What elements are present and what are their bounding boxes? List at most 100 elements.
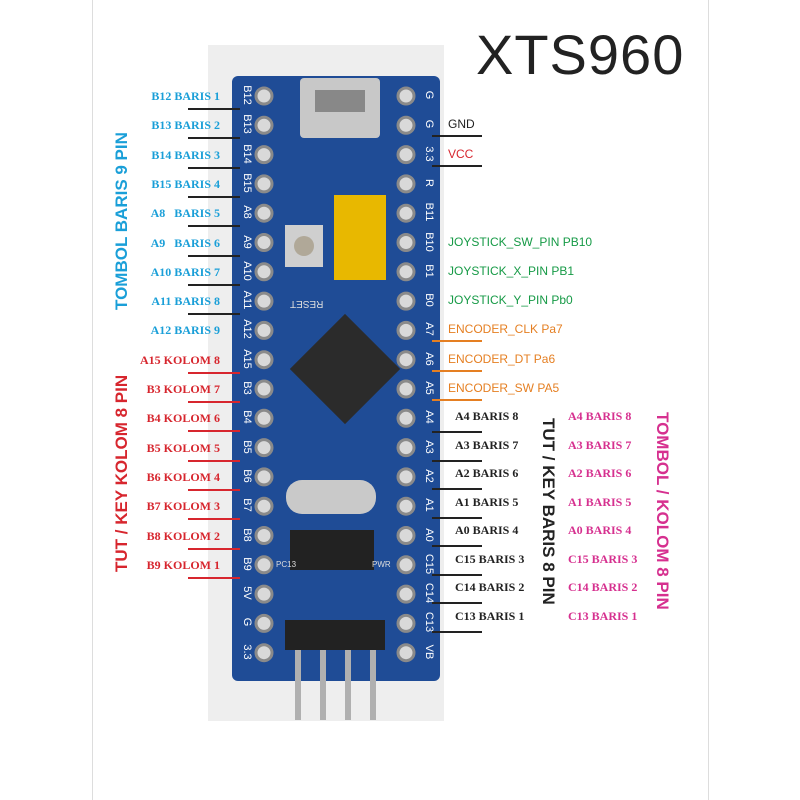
pin-hole [254,174,274,194]
right-inner-label: A0 BARIS 4 [455,523,519,537]
pin-hole [396,262,416,282]
pin-hole [254,379,274,399]
pin-leader-line [432,431,482,433]
right-outer-label: A3 BARIS 7 [568,437,632,452]
silk-right-pin: 3.3 [423,145,435,162]
joystick-label: JOYSTICK_SW_PIN PB10 [448,234,593,249]
left-pin-label: A9 BARIS 6 [150,235,220,250]
reset-label: RESET [290,298,324,309]
power-label: VCC [448,146,474,161]
pin-hole [254,584,274,604]
pin-leader-line [432,630,482,633]
pin-leader-line [188,225,240,228]
power-label: GND [448,117,475,132]
silk-right-pin: R [423,178,435,187]
pin-hole [396,350,416,370]
left-pin-label: A12 BARIS 9 [150,323,220,338]
pin-hole [396,203,416,223]
pin-hole [254,438,274,458]
encoder-label: ENCODER_DT Pa6 [448,351,556,366]
left-pin-label: A10 BARIS 7 [150,264,220,279]
right-inner-label: C13 BARIS 1 [455,608,525,623]
pin-hole [396,115,416,135]
silk-right-pin: B1 [423,264,435,278]
silk-right-pin: A0 [423,527,435,542]
right-outer-label: C14 BARIS 2 [568,580,638,594]
right-outer-label: C13 BARIS 1 [568,608,638,623]
silk-left-pin: A8 [241,205,253,219]
silk-right-pin: G [423,90,435,100]
pin-hole [396,555,416,575]
diagram-frame [92,0,709,800]
silk-left-pin: B5 [241,439,253,454]
right-inner-label: A4 BARIS 8 [455,409,519,423]
pin-hole [396,643,416,663]
silk-left-pin: A9 [241,234,253,249]
pc13-label: PC13 [276,560,297,569]
pin-leader-line [188,371,240,374]
pin-leader-line [188,576,240,579]
pin-leader-line [432,602,482,604]
pin-hole [396,320,416,340]
pin-hole [396,408,416,428]
pin-leader-line [188,518,240,521]
pin-hole [254,291,274,311]
pin-hole [254,145,274,165]
silk-left-pin: 5V [241,586,253,600]
pin-leader-line [188,313,240,316]
right-inner-label: A1 BARIS 5 [455,494,519,509]
pin-leader-line [188,195,240,198]
pwr-label: PWR [372,560,391,569]
left-pin-label: B9 KOLOM 1 [146,557,220,572]
pin-hole [396,291,416,311]
pin-hole [254,86,274,106]
silk-right-pin: A4 [423,410,435,425]
silk-left-pin: B13 [241,114,253,135]
silk-right-pin: C15 [423,553,435,574]
encoder-label: ENCODER_CLK Pa7 [448,322,563,337]
pin-leader-line [188,137,240,140]
silk-right-pin: A1 [423,498,435,512]
pin-hole [254,350,274,370]
silk-right-pin: B0 [423,293,435,307]
right-inner-label: C15 BARIS 3 [455,551,525,566]
silk-left-pin: B9 [241,557,253,571]
silk-left-pin: B8 [241,527,253,542]
regulator [290,530,374,570]
crystal [286,480,376,514]
pin-leader-line [432,369,482,372]
left-pin-label: B3 KOLOM 7 [146,382,220,396]
silk-left-pin: B12 [241,85,253,105]
pin-leader-line [432,399,482,401]
silk-right-pin: B10 [423,231,435,252]
right-group-title-baris: TUT / KEY BARIS 8 PIN [539,418,558,605]
silk-left-pin: A10 [241,261,253,281]
pin-hole [254,496,274,516]
pin-hole [396,584,416,604]
right-inner-label: A2 BARIS 6 [455,466,519,480]
pin-leader-line [432,282,482,284]
pin-hole [254,613,274,633]
silk-right-pin: A6 [423,351,435,366]
right-inner-label: A3 BARIS 7 [455,437,519,452]
left-pin-label: A15 KOLOM 8 [140,352,220,367]
pin-hole [396,233,416,252]
pin-hole [254,643,274,663]
silk-left-pin: B3 [241,381,253,395]
silk-right-pin: A5 [423,381,435,395]
joystick-label: JOYSTICK_Y_PIN Pb0 [448,293,573,308]
joystick-label: JOYSTICK_X_PIN PB1 [448,263,575,278]
pin-leader-line [432,488,482,490]
pin-leader-line [432,545,482,547]
pin-leader-line [188,283,240,286]
silk-right-pin: A3 [423,439,435,454]
pin-hole [396,86,416,106]
pin-leader-line [432,459,482,462]
left-group-title-baris: TOMBOL BARIS 9 PIN [112,132,131,310]
pin-hole [254,408,274,428]
pin-hole [254,320,274,340]
right-outer-label: A4 BARIS 8 [568,409,632,423]
silk-left-pin: B6 [241,469,253,483]
right-outer-label: A1 BARIS 5 [568,494,632,509]
left-pin-label: B15 BARIS 4 [151,176,220,191]
